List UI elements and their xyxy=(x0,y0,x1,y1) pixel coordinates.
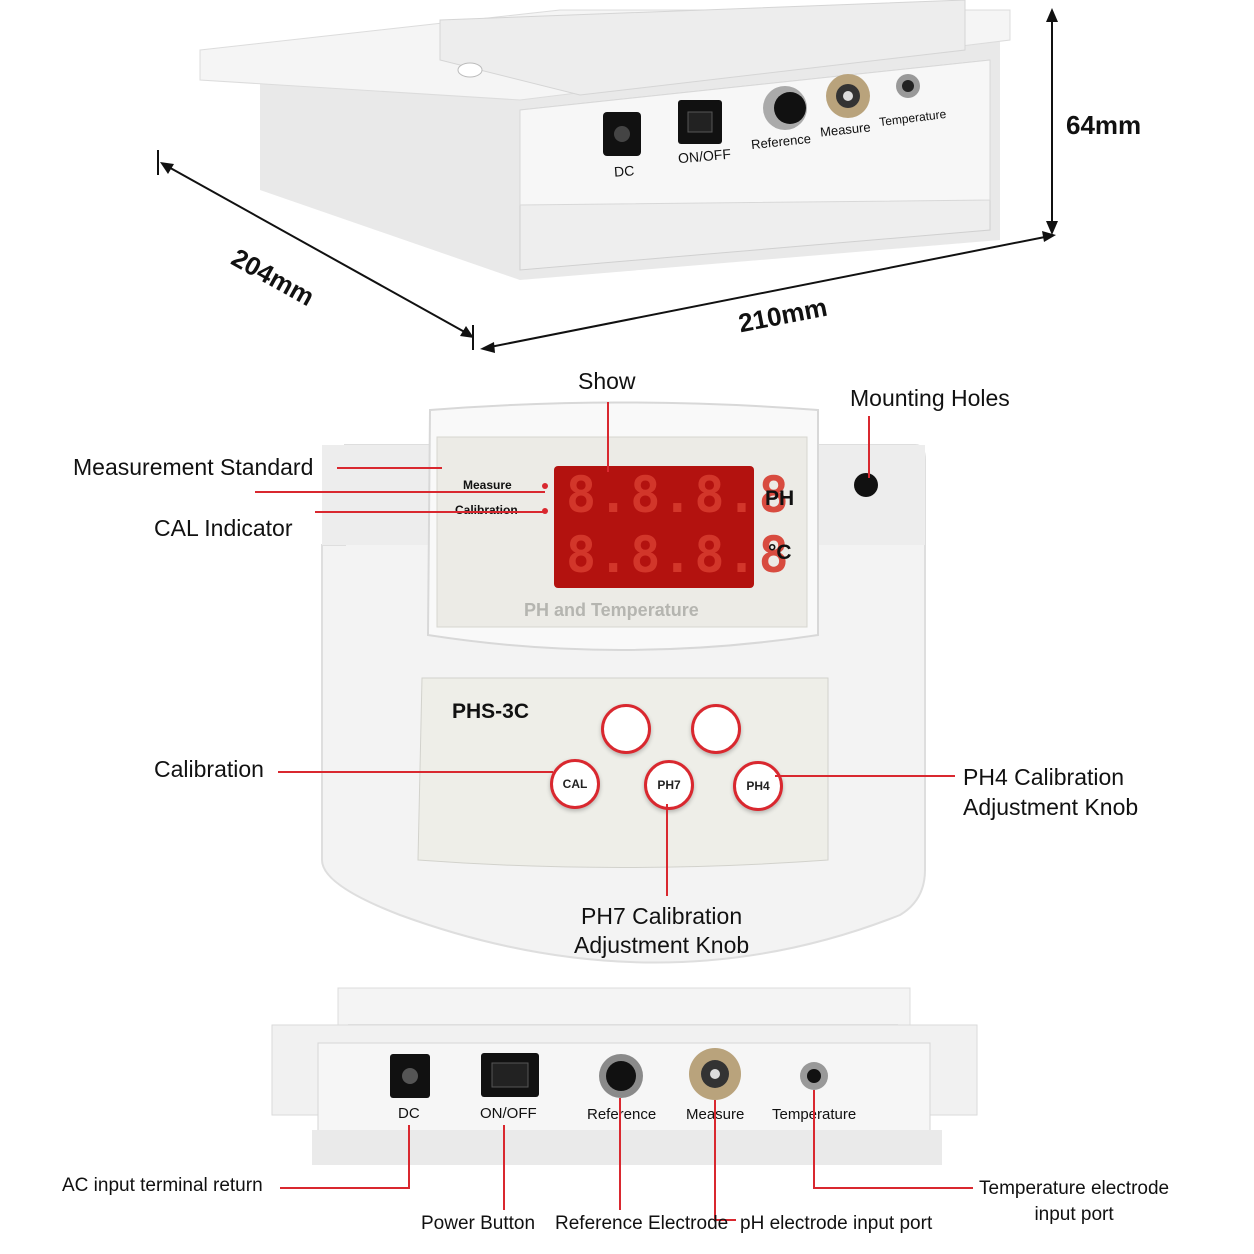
ph-input-leader-h xyxy=(714,1219,736,1221)
top-port-dc-label: DC xyxy=(613,162,635,180)
cal-indicator-leader xyxy=(315,511,545,513)
calibration-leader xyxy=(278,771,553,773)
ph7-leader xyxy=(666,804,668,896)
unit-ph-label: PH xyxy=(765,487,795,510)
ph7-knob[interactable]: PH7 xyxy=(644,760,694,810)
blank-knob-right[interactable] xyxy=(691,704,741,754)
ac-input-leader-v xyxy=(408,1125,410,1188)
unit-temp-label: °C xyxy=(768,541,792,564)
show-callout: Show xyxy=(578,368,636,394)
indicator-calibration-label: Calibration xyxy=(455,503,518,517)
ph7-knob-callout: PH7 Calibration Adjustment Knob xyxy=(574,903,750,958)
ph4-leader xyxy=(775,775,955,777)
mounting-holes-callout: Mounting Holes xyxy=(850,385,1010,411)
calibration-callout: Calibration xyxy=(154,756,264,782)
ph4-knob-callout: PH4 Calibration Adjustment Knob xyxy=(963,764,1139,820)
cal-indicator-callout: CAL Indicator xyxy=(154,515,293,541)
power-button-callout: Power Button xyxy=(421,1213,536,1234)
power-button-leader xyxy=(503,1125,505,1210)
device-top-illustration xyxy=(157,0,1058,353)
display-row-temp: 8.8.8.8 xyxy=(566,526,791,584)
mounting-holes-leader xyxy=(868,416,870,478)
reference-electrode-callout: Reference Electrode xyxy=(555,1213,729,1234)
display-row-ph: 8.8.8.8 xyxy=(566,466,791,524)
indicator-measure-label: Measure xyxy=(463,478,512,492)
ac-input-callout: AC input terminal return xyxy=(62,1175,263,1196)
show-leader xyxy=(607,402,609,472)
reference-electrode-leader xyxy=(619,1098,621,1210)
rear-port-onoff-label: ON/OFF xyxy=(480,1105,537,1122)
device-front-illustration xyxy=(321,401,926,964)
rear-port-dc-label: DC xyxy=(398,1105,420,1122)
temp-input-callout: Temperature electrode input port xyxy=(979,1178,1170,1225)
height-dimension: 64mm xyxy=(1066,110,1142,140)
model-label: PHS-3C xyxy=(452,700,530,723)
ph-input-callout: pH electrode input port xyxy=(740,1213,933,1234)
measurement-standard-leader xyxy=(337,467,442,469)
blank-knob-left[interactable] xyxy=(601,704,651,754)
temp-input-leader-v xyxy=(813,1090,815,1188)
display-caption: PH and Temperature xyxy=(524,600,699,620)
cal-knob[interactable]: CAL xyxy=(550,759,600,809)
measure-indicator-leader xyxy=(255,491,545,493)
ph4-knob[interactable]: PH4 xyxy=(733,761,783,811)
rear-port-reference-label: Reference xyxy=(587,1106,657,1123)
temp-input-leader-h xyxy=(813,1187,973,1189)
ph-input-leader-v xyxy=(714,1100,716,1220)
measurement-standard-callout: Measurement Standard xyxy=(73,454,314,480)
ac-input-leader-h xyxy=(280,1187,410,1189)
device-rear-illustration xyxy=(271,987,978,1165)
